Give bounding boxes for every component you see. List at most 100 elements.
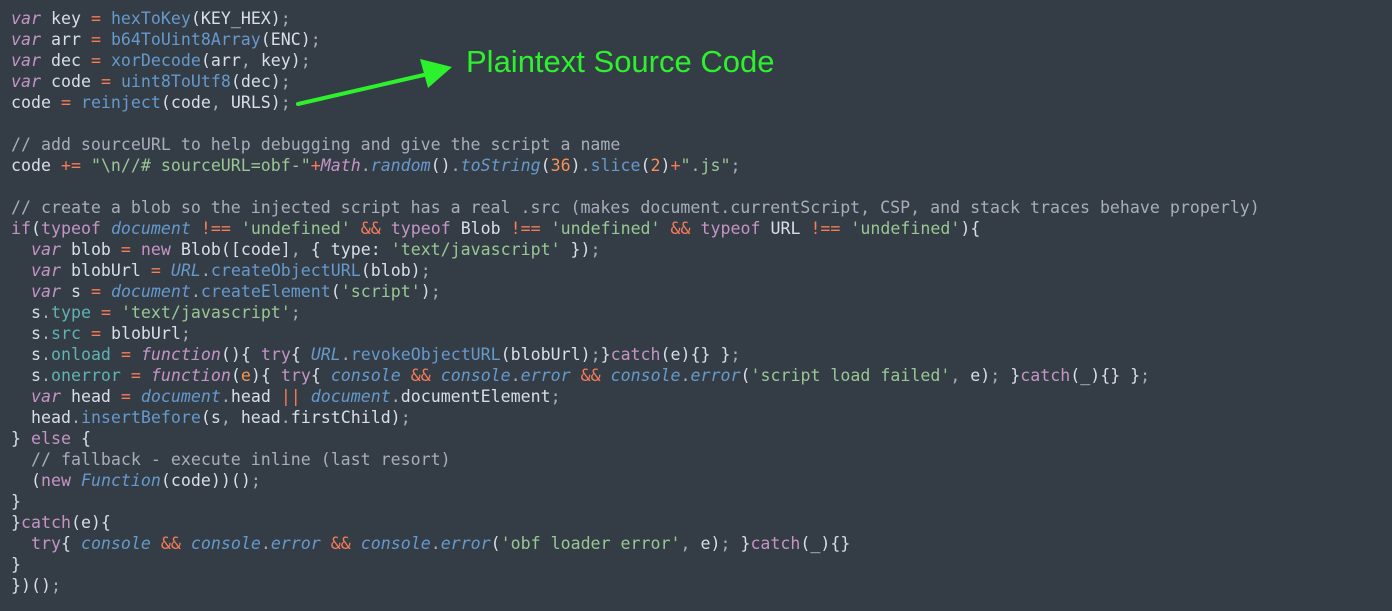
code-token: URLS) — [220, 93, 281, 112]
code-token: () — [430, 156, 451, 175]
code-token: = — [120, 387, 131, 406]
code-token: head — [60, 387, 121, 406]
code-token: ) — [660, 156, 671, 175]
code-line[interactable]: // create a blob so the injected script … — [11, 197, 1260, 218]
code-token: 'script' — [340, 282, 421, 301]
annotation-label: Plaintext Source Code — [466, 44, 775, 79]
code-token: (blobUrl) — [500, 345, 591, 364]
code-line[interactable]: } — [11, 491, 1260, 512]
code-token: } — [11, 513, 21, 532]
code-token: = — [100, 303, 111, 322]
code-token: ; — [280, 72, 291, 91]
code-token: b64ToUint8Array — [110, 30, 261, 49]
code-token: ; — [1140, 366, 1151, 385]
code-token: ; — [590, 240, 601, 259]
code-token: if — [11, 219, 31, 238]
code-token: e) — [960, 366, 991, 385]
code-line[interactable]: // add sourceURL to help debugging and g… — [11, 134, 1260, 155]
code-token: URL — [310, 345, 341, 364]
code-token: . — [260, 534, 271, 553]
code-token: ; — [590, 345, 601, 364]
code-token: } — [11, 555, 21, 574]
code-line[interactable]: var blobUrl = URL.createObjectURL(blob); — [11, 260, 1260, 281]
code-token: . — [40, 303, 51, 322]
code-line[interactable]: var s = document.createElement('script')… — [11, 281, 1260, 302]
code-token: , — [950, 366, 961, 385]
code-line[interactable]: var arr = b64ToUint8Array(ENC); — [11, 29, 1260, 50]
code-line[interactable]: var dec = xorDecode(arr, key); — [11, 50, 1260, 71]
code-token: ; — [290, 303, 301, 322]
code-token: blobUrl — [60, 261, 151, 280]
code-token: = — [90, 9, 101, 28]
code-token: // add sourceURL to help debugging and g… — [11, 135, 621, 154]
code-token: . — [40, 324, 51, 343]
code-token: && — [160, 534, 181, 553]
code-token: } — [1000, 366, 1021, 385]
code-line[interactable]: try{ console && console.error && console… — [11, 533, 1260, 554]
code-token: s — [11, 324, 41, 343]
code-line[interactable]: var key = hexToKey(KEY_HEX); — [11, 8, 1260, 29]
code-line[interactable]: s.src = blobUrl; — [11, 323, 1260, 344]
code-token: onerror — [50, 366, 121, 385]
code-token: xorDecode — [110, 51, 201, 70]
code-token: key) — [250, 51, 301, 70]
code-line[interactable]: s.onerror = function(e){ try{ console &&… — [11, 365, 1260, 386]
code-token: ) — [420, 282, 431, 301]
code-token: error — [690, 366, 741, 385]
code-token: src — [50, 324, 81, 343]
code-token: })() — [11, 576, 51, 595]
code-token: , — [290, 240, 301, 259]
code-token: . — [360, 156, 371, 175]
code-token: , — [680, 534, 691, 553]
code-line[interactable]: } else { — [11, 428, 1260, 449]
code-token: console — [80, 534, 151, 553]
code-line[interactable]: head.insertBefore(s, head.firstChild); — [11, 407, 1260, 428]
code-token: . — [40, 366, 51, 385]
code-token: ( — [740, 366, 751, 385]
code-token: + — [310, 156, 321, 175]
code-token: documentElement — [400, 387, 551, 406]
code-line[interactable]: s.type = 'text/javascript'; — [11, 302, 1260, 323]
code-token: ( — [11, 471, 41, 490]
code-token: typeof — [390, 219, 451, 238]
code-token: , — [220, 408, 231, 427]
code-token: . — [70, 408, 81, 427]
code-editor[interactable]: var key = hexToKey(KEY_HEX);var arr = b6… — [11, 8, 1260, 596]
code-line[interactable]: })(); — [11, 575, 1260, 596]
code-token: . — [200, 261, 211, 280]
code-token: = — [90, 282, 101, 301]
code-line[interactable]: s.onload = function(){ try{ URL.revokeOb… — [11, 344, 1260, 365]
code-line[interactable]: code += "\n//# sourceURL=obf-"+Math.rand… — [11, 155, 1260, 176]
code-token: function — [150, 366, 231, 385]
code-token: Blob([code] — [170, 240, 291, 259]
code-token: console — [190, 534, 261, 553]
code-token: catch — [1020, 366, 1071, 385]
code-line[interactable]: var blob = new Blob([code], { type: 'tex… — [11, 239, 1260, 260]
code-token: (blob) — [360, 261, 421, 280]
code-line[interactable]: code = reinject(code, URLS); — [11, 92, 1260, 113]
code-token: (KEY_HEX) — [190, 9, 281, 28]
code-token: ; — [420, 261, 431, 280]
code-token: ; — [730, 345, 741, 364]
code-token: ; — [730, 156, 741, 175]
code-line[interactable]: // fallback - execute inline (last resor… — [11, 449, 1260, 470]
code-line[interactable]: if(typeof document !== 'undefined' && ty… — [11, 218, 1260, 239]
code-token: (ENC) — [260, 30, 311, 49]
code-token: s — [11, 366, 41, 385]
code-token: !== — [510, 219, 541, 238]
code-token: Blob — [450, 219, 511, 238]
code-token: { type: — [300, 240, 391, 259]
code-token: (){ — [220, 345, 261, 364]
code-token: head — [230, 408, 281, 427]
code-line[interactable]: var code = uint8ToUtf8(dec); — [11, 71, 1260, 92]
code-line[interactable]: } — [11, 554, 1260, 575]
code-token: ; — [250, 471, 261, 490]
code-line[interactable]: (new Function(code))(); — [11, 470, 1260, 491]
code-line[interactable]: var head = document.head || document.doc… — [11, 386, 1260, 407]
code-token: . — [40, 345, 51, 364]
code-token: blob — [60, 240, 121, 259]
code-token: 'undefined' — [240, 219, 351, 238]
code-token: . — [390, 387, 401, 406]
code-token: error — [520, 366, 571, 385]
code-line[interactable]: }catch(e){ — [11, 512, 1260, 533]
